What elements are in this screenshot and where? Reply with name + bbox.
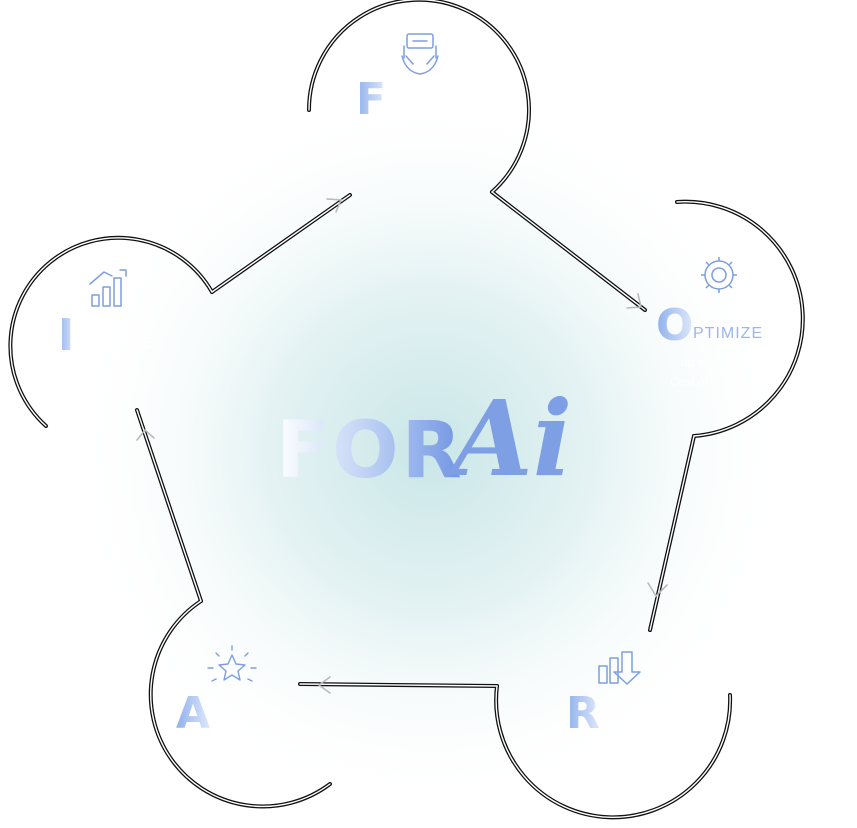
node-a: A: [176, 645, 257, 739]
node-o-line1: up to: [681, 355, 708, 369]
node-i-line1: ...: [110, 363, 120, 377]
arrow-head-to-f: [326, 198, 343, 213]
arrow-head-to-a: [317, 676, 331, 694]
node-o-line2: Cost of ...: [670, 375, 721, 389]
logo-text-ai: Ai: [443, 377, 572, 500]
arrow-head-to-o: [626, 293, 642, 309]
hands-holding-icon: [401, 33, 439, 75]
arrow-heads: [136, 198, 668, 694]
foray-logo: FOR Ai: [276, 377, 572, 500]
node-i: I REASE ...: [58, 269, 155, 377]
sparkle-star-icon: [207, 645, 257, 682]
growth-chart-icon: [89, 269, 127, 307]
node-r-letter: R: [566, 688, 600, 739]
node-f: F: [356, 33, 439, 125]
node-a-letter: A: [176, 688, 210, 739]
node-i-label: REASE: [96, 335, 155, 352]
arrow-head-to-r: [647, 582, 668, 598]
arrow-head-to-i: [136, 428, 155, 441]
logo-text-for: FOR: [276, 406, 465, 496]
node-f-letter: F: [356, 74, 386, 125]
bar-chart-down-icon: [598, 651, 641, 685]
node-o-letter: O: [656, 300, 693, 351]
center-glow: [0, 120, 857, 780]
cycle-outline: [8, 0, 805, 820]
node-r: R: [566, 651, 641, 739]
node-o: O PTIMIZE up to Cost of ...: [656, 257, 763, 389]
node-i-letter: I: [58, 310, 74, 361]
node-o-label: PTIMIZE: [693, 325, 763, 342]
gear-icon: [701, 257, 737, 293]
